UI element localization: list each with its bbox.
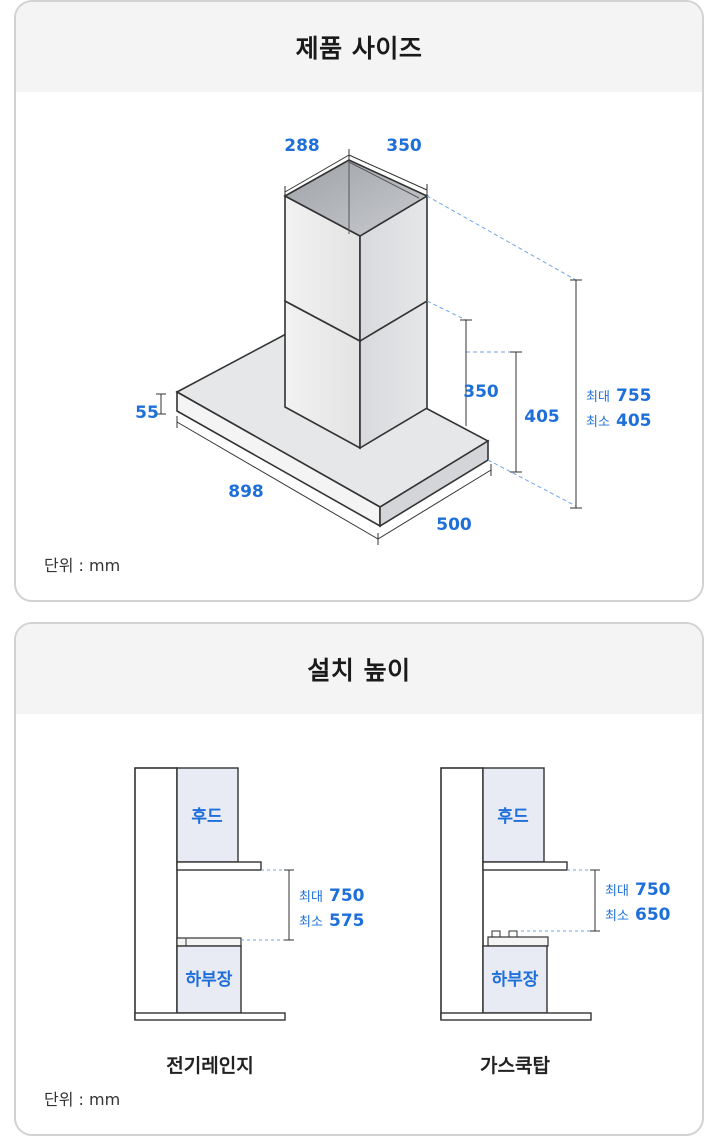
gas-min-prefix: 최소 (605, 909, 629, 924)
gas-max-value: 750 (635, 880, 671, 900)
install-height-unit: 단위 : mm (44, 1090, 121, 1109)
top-depth-line (284, 154, 350, 193)
product-size-title: 제품 사이즈 (295, 34, 423, 63)
top-width-label: 350 (386, 136, 422, 156)
gas-caption: 가스쿡탑 (480, 1055, 550, 1077)
install-height-card: 설치 높이 후드 하부장 최대 750 (14, 622, 704, 1136)
min-value: 405 (616, 411, 652, 431)
product-size-card: 제품 사이즈 (14, 0, 704, 602)
product-size-header: 제품 사이즈 (16, 2, 702, 92)
top-depth-label: 288 (284, 136, 320, 156)
hood-dimension-diagram: 288 350 350 405 최대 755 최소 405 55 898 (135, 136, 652, 545)
product-size-unit: 단위 : mm (44, 556, 121, 575)
electric-min-prefix: 최소 (299, 915, 323, 930)
install-height-header: 설치 높이 (16, 624, 702, 714)
electric-max-prefix: 최대 (299, 890, 323, 905)
max-prefix: 최대 (586, 390, 610, 405)
gas-min-value: 650 (635, 905, 671, 925)
chimney-height-label: 350 (463, 382, 499, 402)
hood-depth-label: 500 (436, 515, 472, 535)
gas-hood-label: 후드 (497, 806, 529, 827)
hood-thickness-label: 55 (135, 403, 159, 423)
electric-caption: 전기레인지 (166, 1055, 253, 1077)
install-height-diagram: 후드 하부장 최대 750 최소 575 전기레인지 후드 하부장 (134, 767, 671, 1077)
min-prefix: 최소 (586, 415, 610, 430)
electric-cabinet-label: 하부장 (186, 970, 233, 990)
gas-max-prefix: 최대 (605, 884, 629, 899)
gas-cabinet-label: 하부장 (492, 970, 539, 990)
electric-hood-label: 후드 (191, 806, 223, 827)
install-height-title: 설치 높이 (307, 656, 411, 685)
max-value: 755 (616, 386, 652, 406)
electric-range-diagram: 후드 하부장 최대 750 최소 575 전기레인지 (134, 767, 365, 1077)
lower-height-label: 405 (524, 407, 560, 427)
gas-cooktop-diagram: 후드 하부장 최대 750 최소 650 가스쿡탑 (440, 767, 671, 1077)
electric-max-value: 750 (329, 886, 365, 906)
top-width-line (348, 154, 428, 191)
hood-width-label: 898 (228, 482, 264, 502)
electric-min-value: 575 (329, 911, 365, 931)
